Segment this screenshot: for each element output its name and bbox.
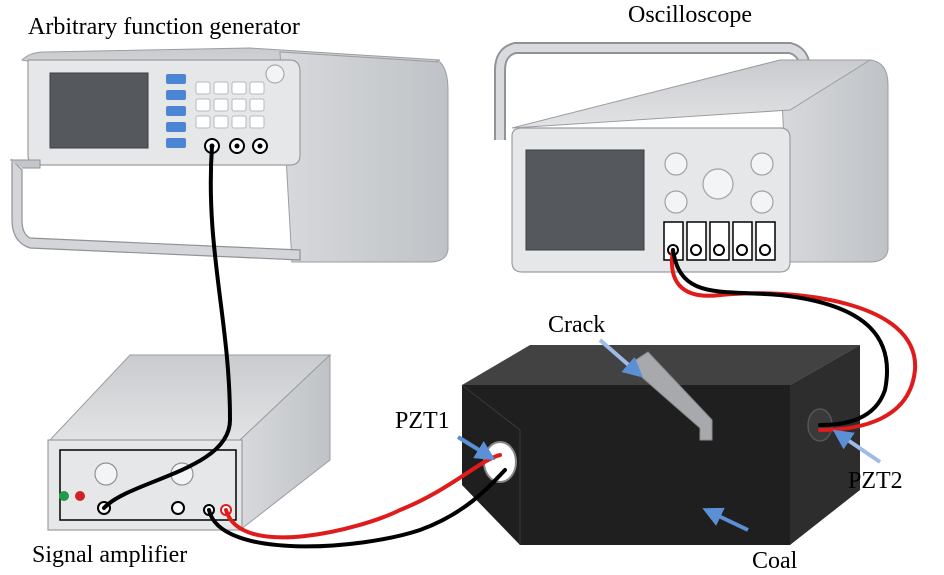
generator-knob (265, 64, 285, 84)
wire-black-oscilloscope-to-pzt2 (671, 248, 890, 427)
arrow-pzt2 (832, 429, 882, 464)
amplifier-port (171, 501, 185, 515)
signal-amplifier: Signal amplifier (32, 353, 332, 568)
annotations: Crack PZT1 PZT2 Coal (395, 312, 903, 574)
wire-red-amplifier-to-pzt1 (224, 453, 502, 540)
label-signal-amplifier: Signal amplifier (32, 542, 187, 568)
wires (102, 144, 918, 549)
label-coal: Coal (752, 548, 798, 574)
label-function-generator: Arbitrary function generator (28, 14, 300, 40)
generator-screen (49, 72, 149, 149)
generator-handle (11, 158, 301, 261)
amplifier-led-red (75, 491, 85, 501)
label-pzt1: PZT1 (395, 408, 450, 434)
label-oscilloscope: Oscilloscope (628, 2, 752, 28)
label-pzt2: PZT2 (848, 468, 903, 494)
function-generator: Arbitrary function generator (10, 14, 449, 263)
coal-side-face (790, 345, 860, 545)
coal-sample (461, 345, 860, 545)
label-crack: Crack (548, 312, 605, 338)
arrow-coal (702, 507, 749, 532)
wire-generator-to-amplifier (102, 144, 233, 510)
arrow-crack (598, 338, 644, 378)
amplifier-knob (94, 462, 118, 486)
wire-black-amplifier-to-pzt1 (207, 468, 507, 549)
oscilloscope-screen (525, 149, 645, 251)
generator-blue-buttons (166, 74, 186, 148)
generator-keypad (195, 81, 265, 129)
coal-top-face (462, 345, 860, 385)
oscilloscope-knobs (664, 152, 774, 214)
amplifier-led-green (59, 491, 69, 501)
arrow-pzt1 (456, 435, 496, 461)
oscilloscope-inputs (663, 221, 776, 261)
wire-red-oscilloscope-to-pzt2 (670, 248, 918, 432)
oscilloscope: Oscilloscope (494, 2, 889, 273)
generator-ports (204, 138, 268, 154)
crack (627, 351, 713, 441)
